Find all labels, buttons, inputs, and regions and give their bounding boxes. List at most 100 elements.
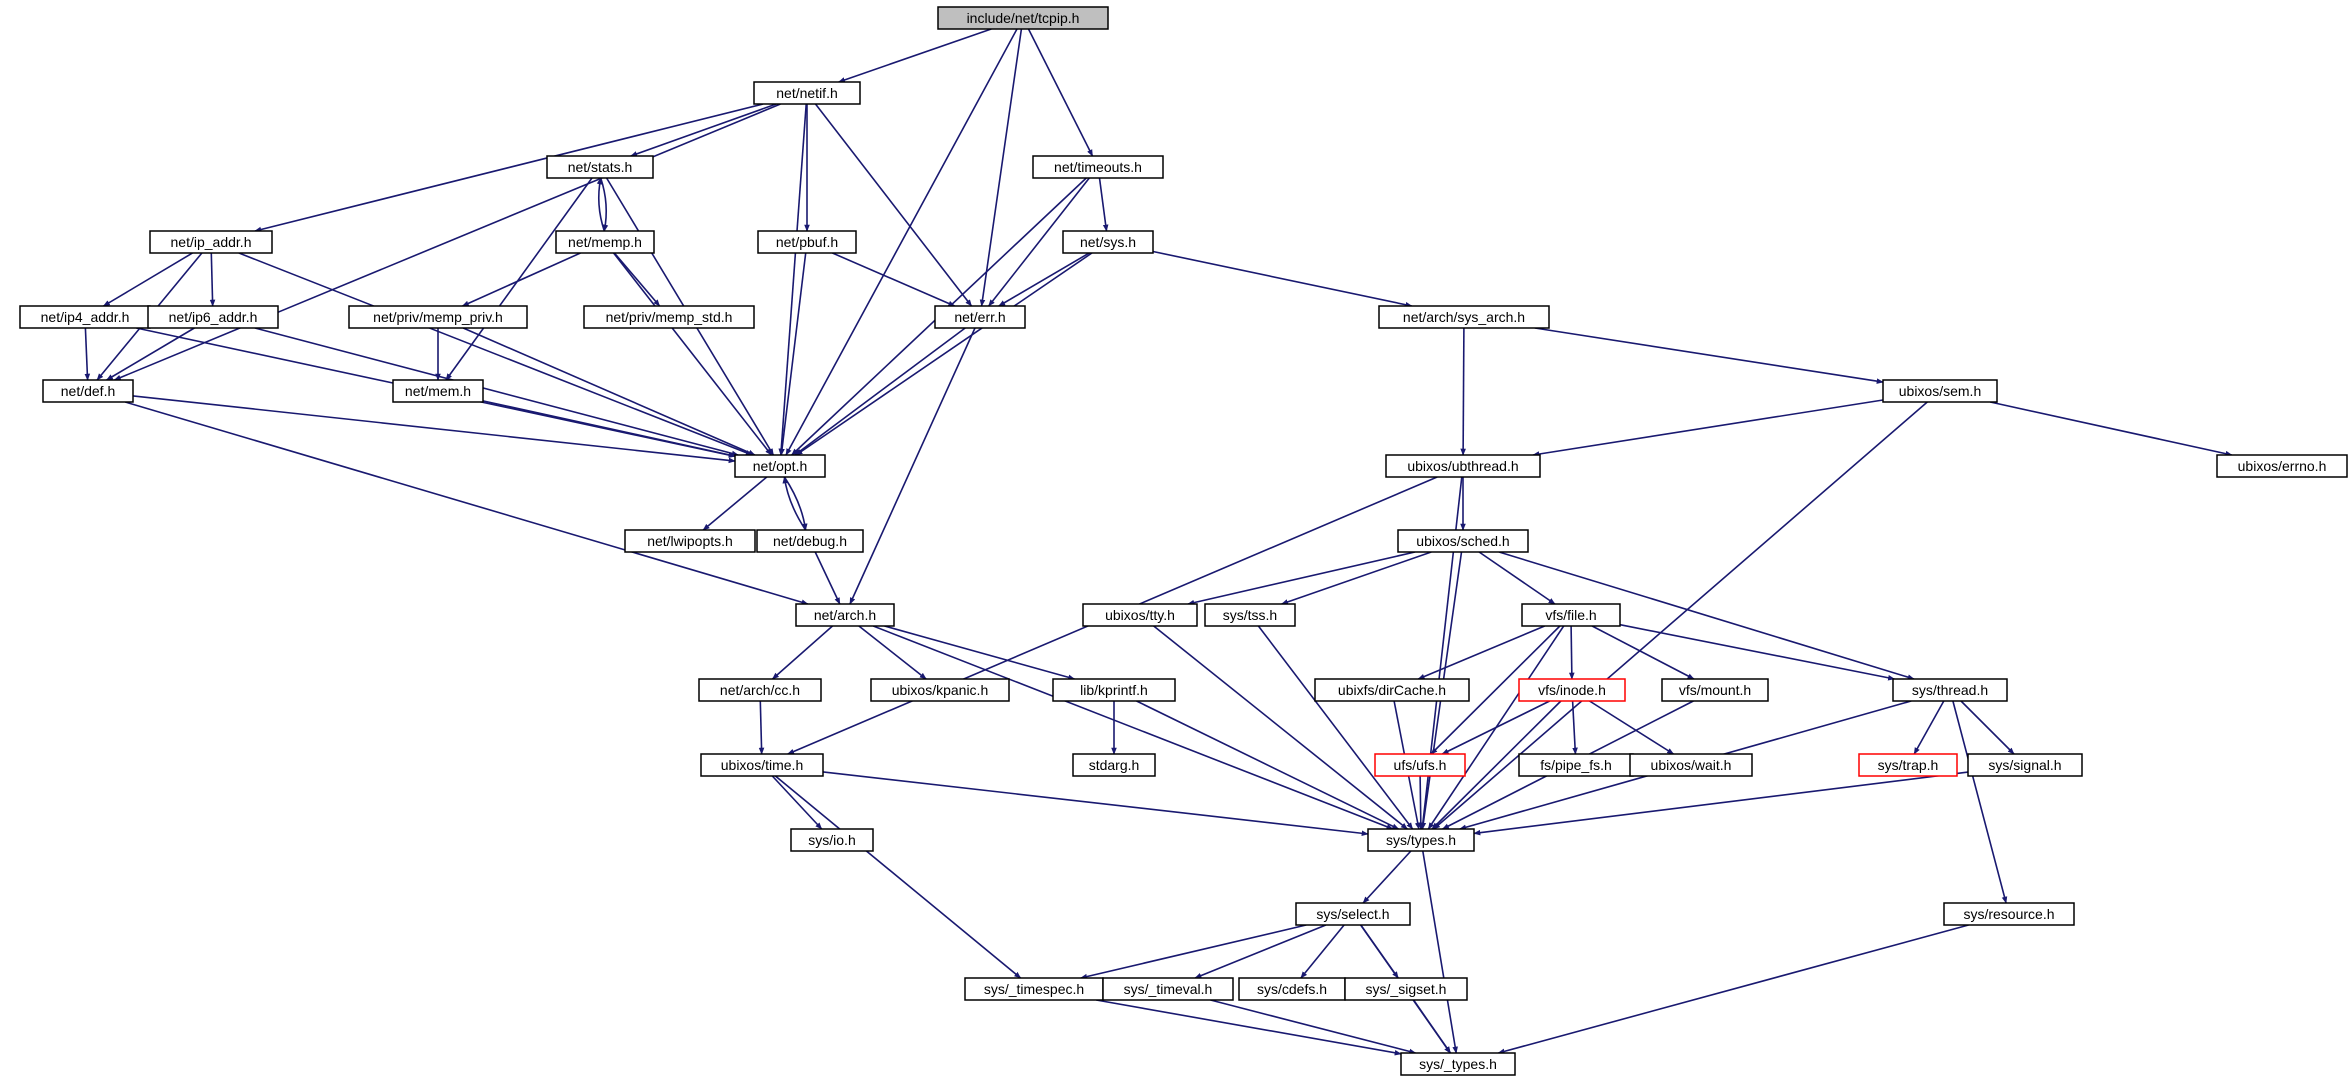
node-box-dircache[interactable] [1314, 678, 1470, 702]
node-box-stdarg[interactable] [1072, 753, 1156, 777]
node-sigset[interactable]: sys/_sigset.h [1344, 977, 1468, 1001]
node-debug[interactable]: net/debug.h [756, 529, 864, 553]
node-box-select[interactable] [1295, 902, 1411, 926]
node-tss[interactable]: sys/tss.h [1204, 603, 1296, 627]
node-box-lwipopts[interactable] [624, 529, 756, 553]
node-box-debug[interactable] [756, 529, 864, 553]
node-wait[interactable]: ubixos/wait.h [1629, 753, 1753, 777]
node-box-memp_std[interactable] [583, 305, 755, 329]
node-resource[interactable]: sys/resource.h [1943, 902, 2075, 926]
node-box-thread[interactable] [1892, 678, 2008, 702]
node-ubthread[interactable]: ubixos/ubthread.h [1385, 454, 1541, 478]
node-ufs[interactable]: ufs/ufs.h [1374, 753, 1466, 777]
node-box-sched[interactable] [1397, 529, 1529, 553]
node-box-errno[interactable] [2216, 454, 2348, 478]
node-_types[interactable]: sys/_types.h [1400, 1052, 1516, 1076]
node-box-kpanic[interactable] [870, 678, 1010, 702]
node-label-arch: net/arch.h [814, 607, 876, 623]
node-box-resource[interactable] [1943, 902, 2075, 926]
node-box-wait[interactable] [1629, 753, 1753, 777]
node-box-mem[interactable] [392, 379, 484, 403]
node-thread[interactable]: sys/thread.h [1892, 678, 2008, 702]
node-timeouts[interactable]: net/timeouts.h [1032, 155, 1164, 179]
node-box-kprintf[interactable] [1052, 678, 1176, 702]
node-errno[interactable]: ubixos/errno.h [2216, 454, 2348, 478]
node-arch[interactable]: net/arch.h [795, 603, 895, 627]
node-box-trap[interactable] [1858, 753, 1958, 777]
node-box-arch[interactable] [795, 603, 895, 627]
node-box-ip_addr[interactable] [149, 230, 273, 254]
node-pbuf[interactable]: net/pbuf.h [757, 230, 857, 254]
node-box-inode[interactable] [1518, 678, 1626, 702]
edge-memp-to-stats [596, 177, 606, 232]
node-stats[interactable]: net/stats.h [546, 155, 654, 179]
node-tcpip[interactable]: include/net/tcpip.h [937, 6, 1109, 30]
node-box-ufs[interactable] [1374, 753, 1466, 777]
node-stdarg[interactable]: stdarg.h [1072, 753, 1156, 777]
node-box-signal[interactable] [1967, 753, 2083, 777]
node-types[interactable]: sys/types.h [1367, 828, 1475, 852]
node-box-mount[interactable] [1661, 678, 1769, 702]
node-box-cc[interactable] [698, 678, 822, 702]
node-cc[interactable]: net/arch/cc.h [698, 678, 822, 702]
node-box-timeouts[interactable] [1032, 155, 1164, 179]
node-box-ip6_addr[interactable] [147, 305, 279, 329]
node-box-netif[interactable] [753, 81, 861, 105]
node-memp_std[interactable]: net/priv/memp_std.h [583, 305, 755, 329]
node-box-sem[interactable] [1882, 379, 1998, 403]
node-io[interactable]: sys/io.h [790, 828, 874, 852]
node-memp_priv[interactable]: net/priv/memp_priv.h [348, 305, 528, 329]
node-box-_types[interactable] [1400, 1052, 1516, 1076]
node-trap[interactable]: sys/trap.h [1858, 753, 1958, 777]
node-box-pbuf[interactable] [757, 230, 857, 254]
node-kprintf[interactable]: lib/kprintf.h [1052, 678, 1176, 702]
node-box-err[interactable] [934, 305, 1026, 329]
node-lwipopts[interactable]: net/lwipopts.h [624, 529, 756, 553]
node-box-ubthread[interactable] [1385, 454, 1541, 478]
node-sem[interactable]: ubixos/sem.h [1882, 379, 1998, 403]
node-box-memp_priv[interactable] [348, 305, 528, 329]
node-mem[interactable]: net/mem.h [392, 379, 484, 403]
node-box-sys_arch[interactable] [1378, 305, 1550, 329]
node-sys[interactable]: net/sys.h [1062, 230, 1154, 254]
edge-sched-to-thread [1498, 551, 1915, 680]
node-box-opt[interactable] [734, 454, 826, 478]
node-opt[interactable]: net/opt.h [734, 454, 826, 478]
node-box-file[interactable] [1521, 603, 1621, 627]
node-select[interactable]: sys/select.h [1295, 902, 1411, 926]
node-label-select: sys/select.h [1316, 906, 1389, 922]
node-inode[interactable]: vfs/inode.h [1518, 678, 1626, 702]
node-def[interactable]: net/def.h [42, 379, 134, 403]
node-sched[interactable]: ubixos/sched.h [1397, 529, 1529, 553]
node-dircache[interactable]: ubixfs/dirCache.h [1314, 678, 1470, 702]
node-box-sigset[interactable] [1344, 977, 1468, 1001]
node-box-tss[interactable] [1204, 603, 1296, 627]
node-box-timeval[interactable] [1102, 977, 1234, 1001]
node-box-tcpip[interactable] [937, 6, 1109, 30]
node-box-stats[interactable] [546, 155, 654, 179]
node-kpanic[interactable]: ubixos/kpanic.h [870, 678, 1010, 702]
node-timespec[interactable]: sys/_timespec.h [964, 977, 1104, 1001]
node-box-def[interactable] [42, 379, 134, 403]
node-pipe_fs[interactable]: fs/pipe_fs.h [1518, 753, 1634, 777]
node-utime[interactable]: ubixos/time.h [700, 753, 824, 777]
node-err[interactable]: net/err.h [934, 305, 1026, 329]
node-box-tty[interactable] [1082, 603, 1198, 627]
node-netif[interactable]: net/netif.h [753, 81, 861, 105]
node-sys_arch[interactable]: net/arch/sys_arch.h [1378, 305, 1550, 329]
node-box-utime[interactable] [700, 753, 824, 777]
node-mount[interactable]: vfs/mount.h [1661, 678, 1769, 702]
node-file[interactable]: vfs/file.h [1521, 603, 1621, 627]
node-timeval[interactable]: sys/_timeval.h [1102, 977, 1234, 1001]
node-tty[interactable]: ubixos/tty.h [1082, 603, 1198, 627]
node-box-io[interactable] [790, 828, 874, 852]
node-box-types[interactable] [1367, 828, 1475, 852]
node-ip4_addr[interactable]: net/ip4_addr.h [19, 305, 151, 329]
node-box-sys[interactable] [1062, 230, 1154, 254]
node-box-memp[interactable] [555, 230, 655, 254]
node-ip_addr[interactable]: net/ip_addr.h [149, 230, 273, 254]
node-ip6_addr[interactable]: net/ip6_addr.h [147, 305, 279, 329]
node-signal[interactable]: sys/signal.h [1967, 753, 2083, 777]
node-cdefs[interactable]: sys/cdefs.h [1238, 977, 1346, 1001]
node-memp[interactable]: net/memp.h [555, 230, 655, 254]
